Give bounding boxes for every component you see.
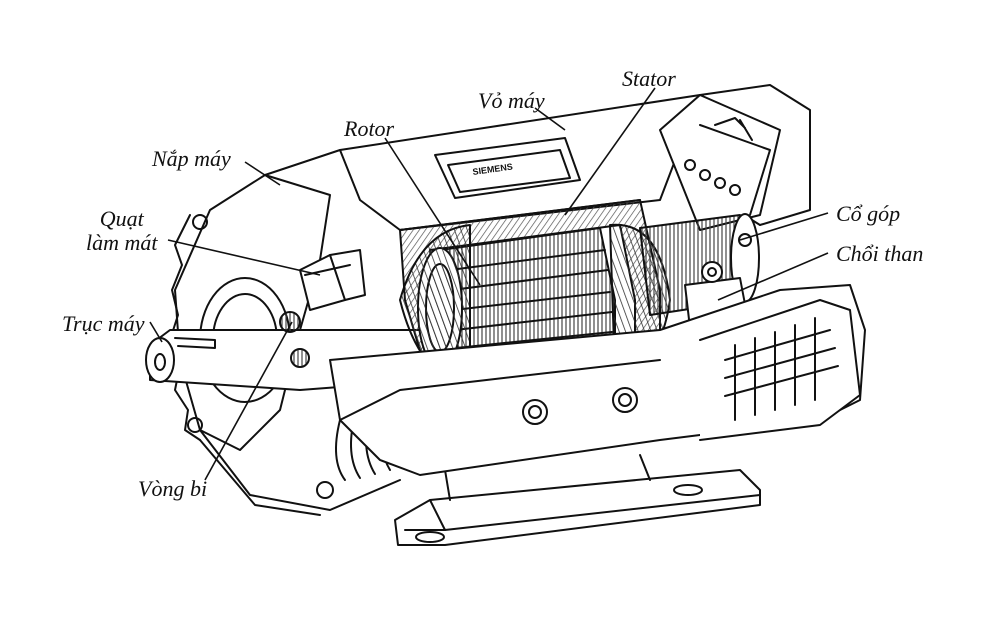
leader-choi-than [717,252,829,301]
leader-truc-may [149,321,163,343]
leader-co-gop [739,212,829,241]
label-quat-line1: Quạt [99,206,144,231]
label-vong-bi: Vòng bi [138,476,208,501]
label-truc-may: Trục máy [62,311,145,336]
label-quat-lam-mat: Quạt làm mát [86,206,158,256]
label-co-gop: Cổ góp [836,201,901,226]
leader-stator [564,87,656,216]
label-quat-line2: làm mát [86,230,158,256]
leader-vong-bi [204,321,293,481]
label-rotor: Rotor [344,116,395,141]
label-choi-than: Chổi than [836,241,924,266]
label-stator: Stator [622,66,676,91]
label-nap-may: Nắp máy [152,146,231,171]
label-vo-may: Vỏ máy [478,88,545,113]
lower-shell [329,284,866,476]
mounting-base [394,454,761,546]
leader-quat [167,239,321,276]
leader-rotor [384,137,481,286]
leader-lines [149,87,829,481]
leader-vo-may [534,107,566,131]
leader-nap-may [244,161,281,186]
